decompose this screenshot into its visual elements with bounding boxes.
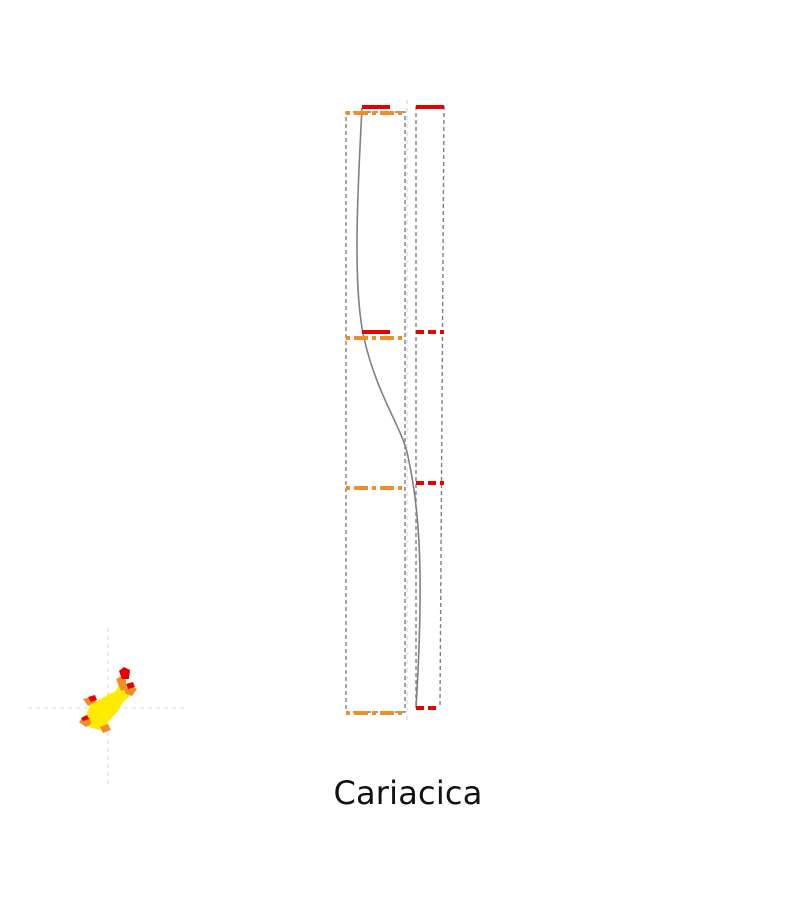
- municipality-red-edge-left: [81, 715, 89, 721]
- municipality-orange-edge-south: [100, 724, 111, 733]
- left-frame-box: [345, 111, 406, 713]
- orange-markers: [346, 111, 405, 715]
- city-title: Cariacica: [333, 774, 483, 812]
- municipality-red-edge-east: [126, 682, 135, 689]
- municipality-shape: [79, 667, 137, 733]
- municipality-red-tip: [119, 667, 130, 679]
- municipality-orange-edge-north: [116, 676, 126, 691]
- right-frame-right-edge: [439, 105, 445, 709]
- municipality-yellow-core: [84, 681, 130, 731]
- connector-curve: [356, 107, 421, 709]
- municipality-red-edge-north-west: [88, 695, 97, 702]
- left-frame: [345, 111, 406, 713]
- municipality-orange-edge-east: [124, 686, 137, 696]
- red-markers: [362, 105, 444, 710]
- right-frame: [415, 105, 445, 709]
